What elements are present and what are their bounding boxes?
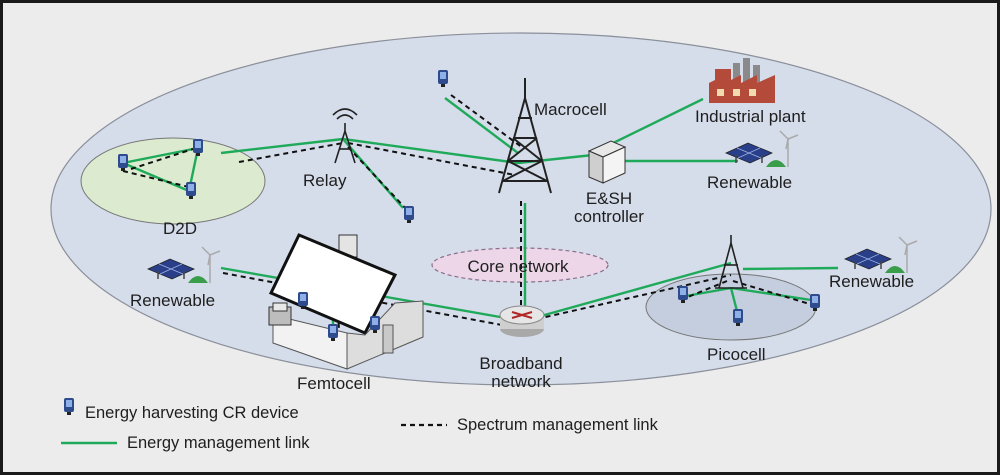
macrocell-tower (498, 78, 552, 194)
legend-device-icon (64, 398, 74, 415)
legend-device-label: Energy harvesting CR device (85, 404, 299, 422)
broadband-network-label-line2: network (491, 372, 551, 391)
factory-icon (709, 58, 775, 103)
picocell-area (645, 273, 817, 341)
relay-label: Relay (303, 171, 347, 190)
renewable-label: Renewable (829, 272, 915, 291)
legend-spectrum-label: Spectrum management link (457, 416, 658, 434)
renewable-label: Renewable (130, 291, 216, 310)
network-diagram (50, 32, 992, 445)
esh-controller-label-line2: controller (574, 207, 644, 226)
femtocell-label: Femtocell (297, 374, 371, 393)
picocell-tower (715, 235, 747, 289)
renewable-label: Renewable (707, 173, 793, 192)
legend-energy-label: Energy management link (127, 434, 310, 452)
relay-tower (332, 108, 358, 164)
picocell-label: Picocell (707, 345, 766, 364)
spectrum-links (122, 94, 814, 330)
broadband-network-label: Broadband (479, 354, 563, 373)
core-network-label: Core network (467, 257, 569, 276)
d2d-label: D2D (163, 219, 198, 238)
broadband-router (499, 305, 545, 337)
esh-controller-server (587, 140, 627, 184)
macrocell-label: Macrocell (534, 100, 607, 119)
industrial-plant-label: Industrial plant (695, 107, 806, 126)
esh-controller-label: E&SH (585, 189, 633, 208)
